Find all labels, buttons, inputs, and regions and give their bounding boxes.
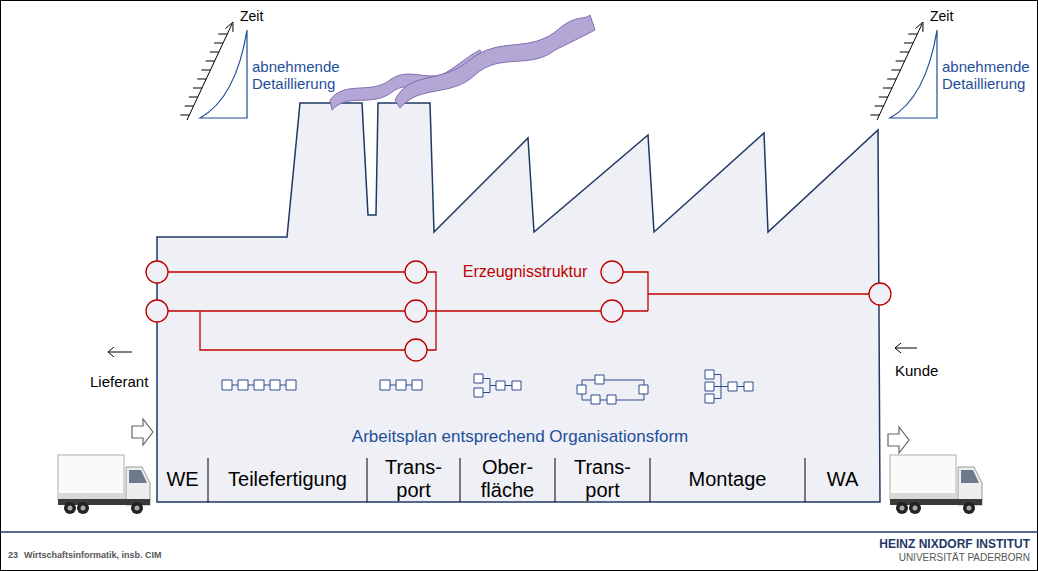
truck-wheel bbox=[896, 502, 908, 514]
truck bbox=[890, 455, 982, 514]
truck-wheel bbox=[963, 502, 975, 514]
plan-label: Arbeitsplan entsprechend Organisationsfo… bbox=[352, 427, 688, 447]
footer-rule bbox=[0, 531, 1038, 533]
factory-outline bbox=[157, 103, 880, 502]
truck-hub bbox=[135, 506, 140, 511]
customer-label: Kunde bbox=[895, 362, 938, 379]
structure-label: Erzeugnisstruktur bbox=[463, 263, 588, 281]
time-axis bbox=[180, 22, 233, 120]
area-label: Montage bbox=[658, 468, 798, 491]
university-name: UNIVERSITÄT PADERBORN bbox=[899, 552, 1030, 564]
text-holder: Arbeitsplan entsprechend Organisationsfo… bbox=[352, 427, 688, 447]
area-label: Teilefertigung bbox=[213, 468, 363, 491]
structure-circle bbox=[405, 339, 427, 361]
text-holder: Zeit bbox=[930, 8, 953, 24]
axis-label: Zeit bbox=[930, 8, 953, 24]
truck-trailer-shade bbox=[58, 493, 124, 499]
text-holder: WA bbox=[813, 468, 873, 491]
truck-hub bbox=[81, 506, 86, 511]
structure-circle bbox=[869, 283, 891, 305]
structure-circle bbox=[405, 300, 427, 322]
truck-hub bbox=[68, 506, 73, 511]
detail-wedge bbox=[890, 30, 937, 118]
text-holder: UNIVERSITÄT PADERBORN bbox=[899, 552, 1030, 564]
text-holder: abnehmende Detaillierung bbox=[252, 58, 348, 92]
text-holder: Montage bbox=[658, 468, 798, 491]
truck-hub bbox=[967, 506, 972, 511]
truck bbox=[58, 455, 150, 514]
truck-wheel bbox=[909, 502, 921, 514]
truck-hub bbox=[913, 506, 918, 511]
truck-window bbox=[129, 470, 147, 483]
smoke-ribbon bbox=[395, 15, 595, 108]
truck-trailer-shade bbox=[890, 493, 956, 499]
text-holder: Trans- port bbox=[568, 456, 638, 502]
truck-hub bbox=[900, 506, 905, 511]
truck-trailer bbox=[58, 455, 124, 499]
time-axis bbox=[870, 22, 923, 120]
text-holder: Erzeugnisstruktur bbox=[463, 263, 588, 281]
truck-wheel bbox=[131, 502, 143, 514]
supplier-arrow bbox=[108, 347, 132, 357]
footer-course: Wirtschaftsinformatik, insb. CIM bbox=[24, 550, 161, 560]
text-holder: abnehmende Detaillierung bbox=[942, 58, 1034, 92]
axis-note: abnehmende Detaillierung bbox=[252, 58, 348, 92]
text-holder: Wirtschaftsinformatik, insb. CIM bbox=[24, 550, 161, 560]
text-holder: Lieferant bbox=[90, 373, 148, 390]
area-label: Trans- port bbox=[568, 456, 638, 502]
text-holder: WE bbox=[159, 468, 206, 491]
page-number: 23 bbox=[8, 550, 18, 560]
area-label: Trans- port bbox=[379, 456, 449, 502]
text-holder: Teilefertigung bbox=[213, 468, 363, 491]
flow-arrow bbox=[888, 427, 909, 453]
institute-name: HEINZ NIXDORF INSTITUT bbox=[879, 537, 1030, 551]
text-holder: HEINZ NIXDORF INSTITUT bbox=[879, 537, 1030, 551]
structure-circle bbox=[146, 300, 168, 322]
factory-building: ErzeugnisstrukturArbeitsplan entsprechen… bbox=[155, 100, 883, 505]
structure-circle bbox=[146, 261, 168, 283]
text-holder: Zeit bbox=[240, 8, 263, 24]
area-label: WA bbox=[813, 468, 873, 491]
flow-arrow bbox=[132, 419, 153, 445]
text-holder: Kunde bbox=[895, 362, 938, 379]
customer-arrow bbox=[895, 343, 917, 353]
truck-wheel bbox=[64, 502, 76, 514]
supplier-label: Lieferant bbox=[90, 373, 148, 390]
axis-label: Zeit bbox=[240, 8, 263, 24]
truck-window bbox=[961, 470, 979, 483]
text-holder: Trans- port bbox=[379, 456, 449, 502]
area-label: WE bbox=[159, 468, 206, 491]
area-label: Ober- fläche bbox=[471, 456, 545, 502]
text-holder: Ober- fläche bbox=[471, 456, 545, 502]
detail-wedge bbox=[200, 30, 247, 118]
structure-circle bbox=[601, 261, 623, 283]
structure-circle bbox=[405, 261, 427, 283]
truck-trailer bbox=[890, 455, 956, 499]
axis-note: abnehmende Detaillierung bbox=[942, 58, 1034, 92]
truck-wheel bbox=[77, 502, 89, 514]
text-holder: 23 bbox=[8, 550, 18, 560]
structure-circle bbox=[601, 300, 623, 322]
